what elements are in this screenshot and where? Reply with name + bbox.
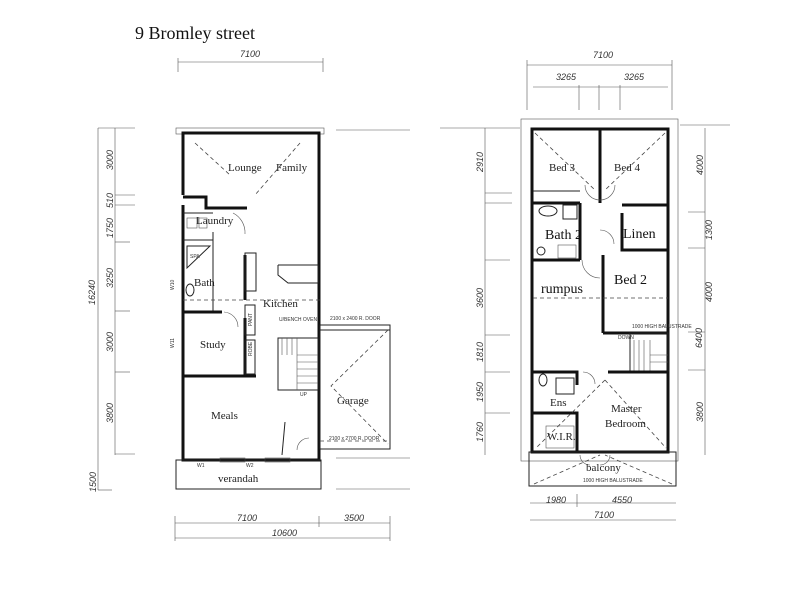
dim-upper-top-total: 7100 [593, 50, 613, 60]
upper-walls [520, 118, 679, 487]
note-w11: W11 [170, 338, 176, 348]
note-balustrade-top: 1000 HIGH BALUSTRADE [632, 324, 692, 330]
dim-upper-right-0: 4000 [695, 155, 705, 175]
dim-upper-bottom-a: 1980 [546, 495, 566, 505]
room-study: Study [200, 339, 226, 351]
note-door-bottom: 2100 x 2700 R. DOOR [329, 436, 380, 442]
room-balcony: balcony [586, 462, 621, 474]
note-w1: W1 [197, 463, 205, 469]
note-balustrade: 1000 HIGH BALUSTRADE [583, 478, 643, 484]
dim-upper-top-b: 3265 [624, 72, 645, 82]
room-family: Family [276, 162, 308, 174]
dim-left-1: 510 [105, 193, 115, 208]
dim-left-0: 3000 [105, 150, 115, 170]
dim-left-total: 16240 [87, 280, 97, 305]
ground-dimensions: 7100 3000 510 1750 3250 3000 3800 1500 1… [87, 49, 410, 541]
dim-upper-left-4: 1760 [475, 422, 485, 442]
room-bed2: Bed 2 [614, 273, 647, 288]
upper-stairs [629, 332, 669, 372]
room-lounge: Lounge [228, 162, 262, 174]
dim-upper-top-a: 3265 [556, 72, 577, 82]
note-spa: SPA [190, 254, 200, 260]
note-up: UP [300, 392, 308, 398]
room-rumpus: rumpus [541, 282, 583, 297]
upper-room-labels: Bed 3 Bed 4 Bath 2 Linen Bed 2 rumpus En… [541, 162, 692, 484]
note-door-top: 2100 x 2400 R. DOOR [330, 316, 381, 322]
dim-upper-left-1: 3600 [475, 288, 485, 308]
dim-upper-bottom-total: 7100 [594, 510, 614, 520]
ground-walls [175, 127, 391, 490]
ground-floor: 7100 3000 510 1750 3250 3000 3800 1500 1… [87, 49, 410, 541]
room-meals: Meals [211, 410, 238, 422]
note-robe: ROBE [248, 341, 254, 356]
dim-bottom-total: 10600 [272, 528, 297, 538]
note-ubench: U/BENCH OVEN [279, 317, 317, 323]
dim-bottom-b: 3500 [344, 513, 364, 523]
upper-dimensions: 7100 3265 3265 2910 3600 1810 1950 1760 … [440, 50, 730, 521]
room-bed4: Bed 4 [614, 162, 640, 174]
room-wir: W.I.R. [547, 431, 576, 443]
room-ens: Ens [550, 397, 567, 409]
dim-upper-right-2: 4000 [704, 282, 714, 302]
note-pant: PANT [248, 313, 254, 326]
room-bath2: Bath 2 [545, 228, 582, 243]
dim-left-6: 1500 [88, 472, 98, 492]
room-bath: Bath [194, 277, 215, 289]
note-down: DOWN [618, 335, 634, 341]
room-verandah: verandah [218, 473, 259, 485]
ground-room-labels: Lounge Family Laundry Bath Kitchen Study… [170, 162, 381, 485]
room-bed3: Bed 3 [549, 162, 575, 174]
room-master-bedroom: Bedroom [605, 418, 646, 430]
dim-upper-left-0: 2910 [475, 152, 485, 173]
dim-left-5: 3800 [105, 403, 115, 423]
dim-bottom-a: 7100 [237, 513, 257, 523]
dim-upper-left-3: 1950 [475, 382, 485, 402]
dim-upper-right-4: 3800 [695, 402, 705, 422]
upper-floor: 7100 3265 3265 2910 3600 1810 1950 1760 … [440, 50, 730, 521]
dim-upper-left-2: 1810 [475, 342, 485, 362]
room-laundry: Laundry [196, 215, 234, 227]
room-linen: Linen [623, 227, 656, 242]
note-w2: W2 [246, 463, 254, 469]
dim-upper-right-1: 1300 [704, 220, 714, 240]
plan-title: 9 Bromley street [135, 23, 255, 43]
room-kitchen: Kitchen [263, 298, 298, 310]
note-w10: W10 [170, 280, 176, 291]
dim-top: 7100 [240, 49, 260, 59]
dim-left-4: 3000 [105, 332, 115, 352]
room-garage: Garage [337, 395, 369, 407]
dim-left-3: 3250 [105, 268, 115, 288]
dim-left-2: 1750 [105, 218, 115, 238]
stairs [277, 337, 319, 391]
room-master: Master [611, 403, 642, 415]
dim-upper-bottom-b: 4550 [612, 495, 632, 505]
dim-upper-right-3: 6400 [694, 328, 704, 348]
